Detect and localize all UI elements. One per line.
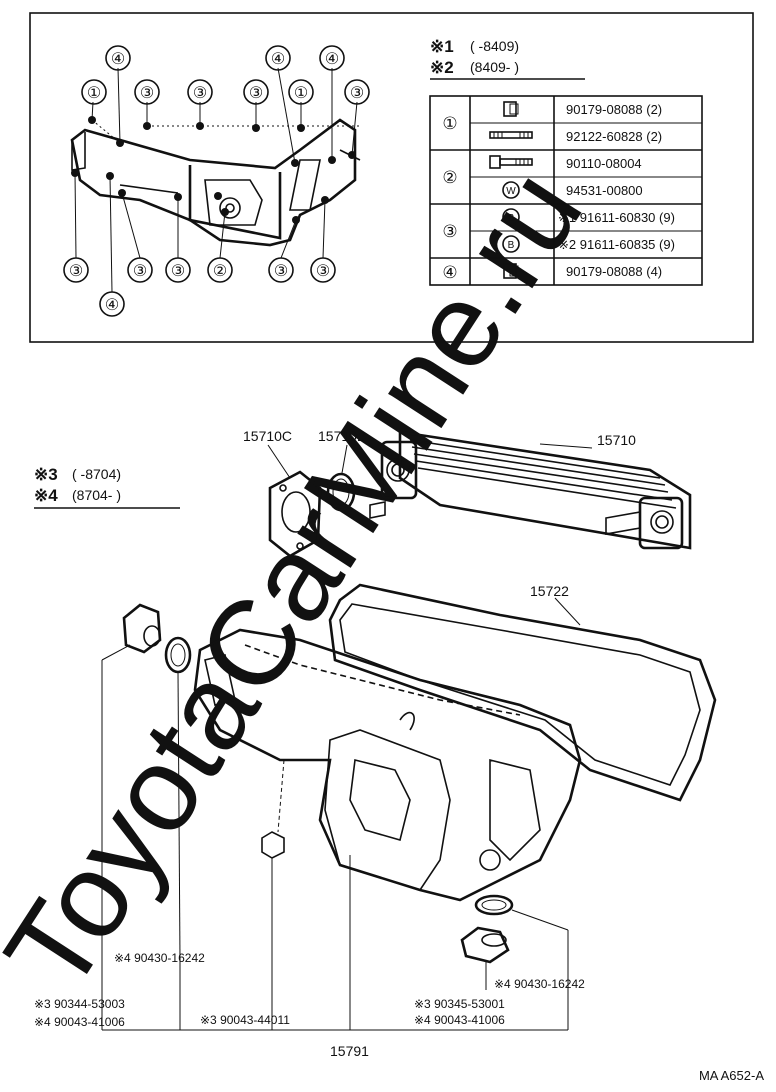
svg-text:( -8704): ( -8704) [72,466,121,482]
callout-3c: ③ [243,79,269,105]
svg-text:※1: ※1 [430,37,454,56]
b-mark-icon-1: B [502,208,520,226]
callout-4b: ④ [265,45,291,71]
table-group-3: ③ [442,222,457,241]
part-labels: 15710C 15710B 15710 15722 15791 ※4 90430… [34,428,764,1083]
svg-text:③: ③ [193,85,207,102]
callout-4c: ④ [319,45,345,71]
label-15710: 15710 [597,432,636,448]
callout-4a: ④ [105,45,131,71]
svg-text:(8409- ): (8409- ) [470,59,519,75]
svg-text:④: ④ [105,297,119,314]
figure-code: MA A652-A [699,1068,764,1083]
svg-text:B: B [508,213,515,224]
svg-text:W: W [506,186,516,197]
o-ring-15710B [326,444,356,512]
svg-text:③: ③ [69,263,83,280]
svg-text:①: ① [87,85,101,102]
label-15722: 15722 [530,583,569,599]
washer-icon: W [502,181,520,199]
top-notes: ※1 ( -8409) ※2 (8409- ) [430,37,585,80]
svg-text:B: B [508,240,515,251]
callout-3h: ③ [268,257,294,283]
svg-text:※2: ※2 [430,58,454,77]
callout-3d: ③ [344,79,370,105]
label-left-gasket: ※4 90430-16242 [114,951,205,965]
callout-1a: ① [81,79,107,105]
callout-3i: ③ [310,257,336,283]
callout-4d: ④ [99,291,125,317]
callout-3a: ③ [134,79,160,105]
svg-text:③: ③ [171,263,185,280]
label-15791: 15791 [330,1043,369,1059]
label-center-plug: ※3 90043-44011 [200,1013,290,1027]
callout-3f: ③ [127,257,153,283]
left-plug [101,603,162,1030]
svg-text:②: ② [213,263,227,280]
svg-text:(8704- ): (8704- ) [72,487,121,503]
gasket-15710C [267,444,322,558]
label-left-plug-4: ※4 90043-41006 [34,1015,125,1029]
table-part-1: 90179-08088 (2) [566,102,662,117]
svg-text:③: ③ [350,85,364,102]
callout-3e: ③ [63,257,89,283]
bottom-callouts: ③ ③ ③ ② ③ ③ ④ [63,257,336,317]
oil-cooler-element [369,430,692,550]
callout-3b: ③ [187,79,213,105]
svg-text:※3: ※3 [34,465,58,484]
top-callouts: ① ④ ③ ③ ③ ④ ① ④ ③ [81,45,370,105]
callout-3g: ③ [165,257,191,283]
nut-icon-2 [503,263,519,279]
svg-text:④: ④ [111,51,125,68]
svg-text:③: ③ [140,85,154,102]
nut-icon [503,101,519,117]
label-right-plug-3: ※3 90345-53001 [414,997,505,1011]
label-left-plug-3: ※3 90344-53003 [34,997,125,1011]
cooler-cover [193,628,582,1030]
label-right-plug-4: ※4 90043-41006 [414,1013,505,1027]
stud-icon [489,131,533,139]
label-right-gasket: ※4 90430-16242 [494,977,585,991]
svg-text:③: ③ [133,263,147,280]
center-plug [261,759,285,1030]
table-part-4: 94531-00800 [566,183,643,198]
table-group-4: ④ [442,263,457,282]
table-group-1: ① [442,114,457,133]
svg-text:③: ③ [316,263,330,280]
table-part-2: 92122-60828 (2) [566,129,662,144]
left-gasket [164,636,192,1030]
label-15710B: 15710B [318,428,366,444]
table-part-5: ※1 91611-60830 (9) [558,210,675,225]
right-plug [460,926,510,990]
right-gasket [474,894,569,1030]
callout-1b: ① [288,79,314,105]
top-cover-outline [70,118,361,247]
top-panel-frame [29,12,754,343]
parts-table: ① ② ③ ④ W B B 90179-08088 (2) 92122-6082… [429,95,703,286]
table-group-2: ② [442,168,457,187]
label-15710C: 15710C [243,428,292,444]
svg-text:③: ③ [249,85,263,102]
cover-gasket-15722 [328,583,717,802]
lower-notes: ※3 ( -8704) ※4 (8704- ) [34,465,180,509]
table-part-3: 90110-08004 [566,156,642,171]
b-mark-icon-2: B [502,235,520,253]
svg-text:④: ④ [271,51,285,68]
svg-text:※4: ※4 [34,486,58,505]
svg-text:①: ① [294,85,308,102]
svg-text:( -8409): ( -8409) [470,38,519,54]
svg-text:③: ③ [274,263,288,280]
top-callout-leaders [74,67,358,293]
table-part-7: 90179-08088 (4) [566,264,662,279]
table-part-6: ※2 91611-60835 (9) [558,237,675,252]
bolt-icon [489,155,533,169]
callout-2a: ② [207,257,233,283]
svg-text:④: ④ [325,51,339,68]
